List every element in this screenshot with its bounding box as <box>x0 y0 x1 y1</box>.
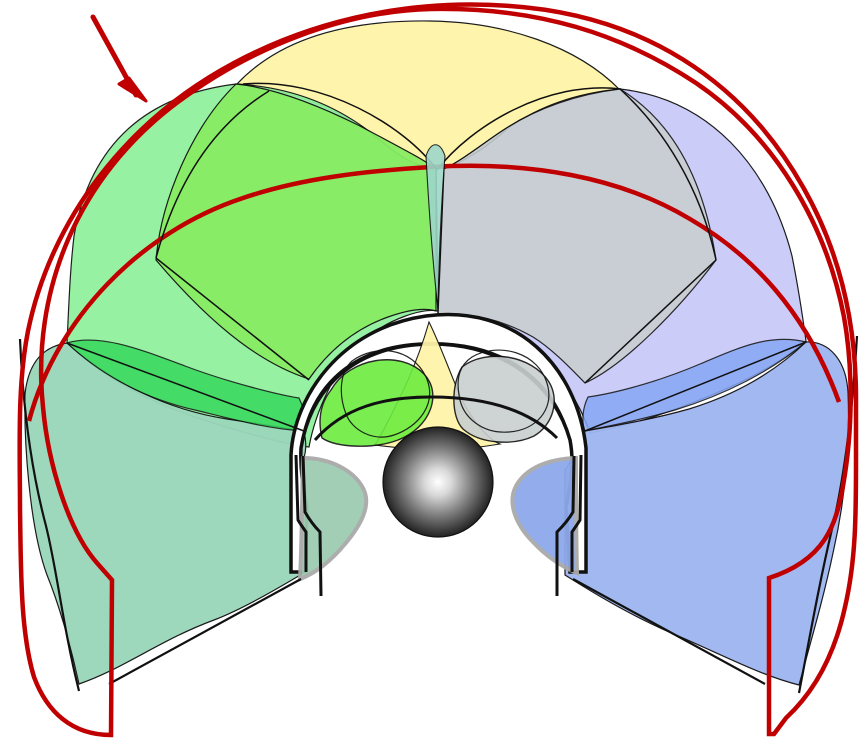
right-grey-cloud <box>512 458 577 573</box>
sphere-icon <box>383 427 493 537</box>
arrow-head <box>119 78 146 101</box>
